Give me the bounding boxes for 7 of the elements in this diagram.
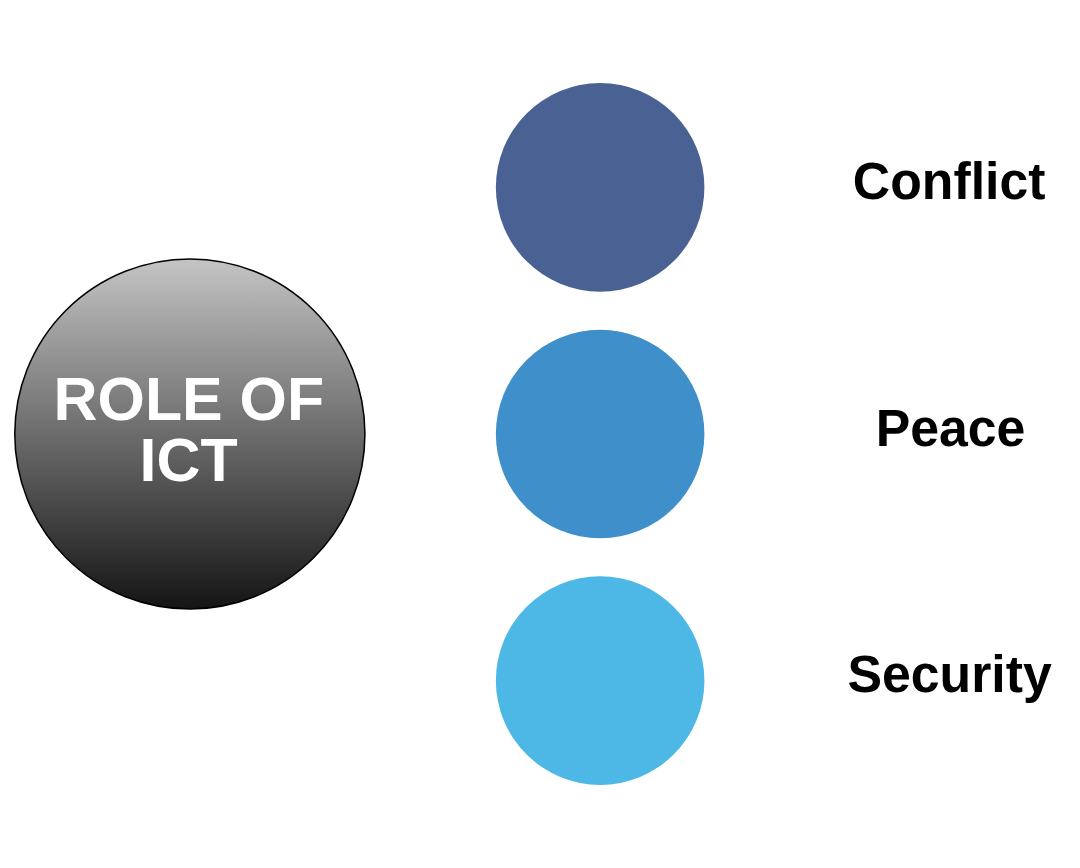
node-circle	[495, 83, 705, 292]
node-circle	[495, 329, 705, 539]
node-circle: ROLE OF ICT	[14, 258, 366, 610]
node-circle	[495, 576, 705, 785]
node-label: Security	[847, 645, 1052, 704]
node-label: Peace	[875, 398, 1026, 457]
node-label: Conflict	[852, 152, 1046, 211]
